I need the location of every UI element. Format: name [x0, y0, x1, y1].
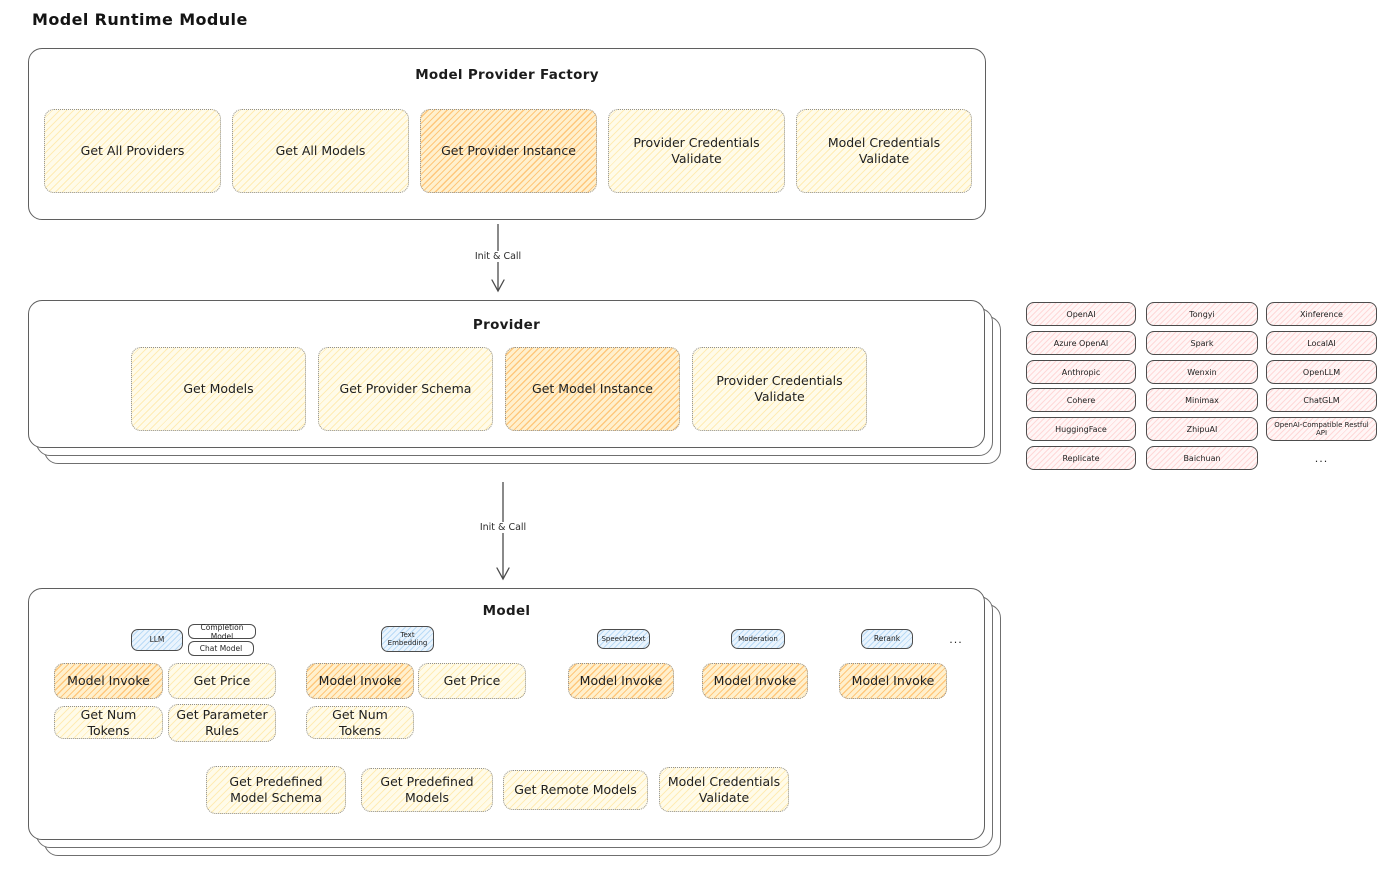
provider-pill-cohere: Cohere: [1026, 388, 1136, 412]
box-llm-get-num-tokens: Get Num Tokens: [54, 706, 163, 739]
provider-pill-localai: LocalAI: [1266, 331, 1377, 355]
provider-pill-baichuan: Baichuan: [1146, 446, 1258, 470]
box-rerank-model-invoke: Model Invoke: [839, 663, 947, 699]
box-get-all-providers: Get All Providers: [44, 109, 221, 193]
provider-card: Provider Get Models Get Provider Schema …: [28, 300, 985, 448]
provider-pill-zhipuai: ZhipuAI: [1146, 417, 1258, 441]
factory-title: Model Provider Factory: [415, 67, 599, 83]
provider-pill-openai-compatible: OpenAI-Compatible Restful API: [1266, 417, 1377, 441]
subtag-completion-model: Completion Model: [188, 623, 256, 641]
providers-more-ellipsis: ...: [1314, 451, 1329, 465]
box-get-remote-models: Get Remote Models: [503, 770, 648, 810]
model-title: Model: [482, 603, 531, 619]
provider-title: Provider: [472, 317, 541, 333]
provider-pill-tongyi: Tongyi: [1146, 302, 1258, 326]
box-get-all-models: Get All Models: [232, 109, 409, 193]
type-tag-moderation: Moderation: [731, 629, 785, 649]
diagram-title: Model Runtime Module: [32, 10, 248, 29]
provider-pill-chatglm: ChatGLM: [1266, 388, 1377, 412]
provider-pill-openllm: OpenLLM: [1266, 360, 1377, 384]
provider-pill-huggingface: HuggingFace: [1026, 417, 1136, 441]
type-tag-llm: LLM: [131, 629, 183, 651]
box-get-provider-schema: Get Provider Schema: [318, 347, 493, 431]
provider-pill-spark: Spark: [1146, 331, 1258, 355]
box-get-provider-instance: Get Provider Instance: [420, 109, 597, 193]
box-provider-credentials-validate: Provider Credentials Validate: [608, 109, 785, 193]
box-get-models: Get Models: [131, 347, 306, 431]
box-get-predefined-model-schema: Get Predefined Model Schema: [206, 766, 346, 814]
box-embedding-model-invoke: Model Invoke: [306, 663, 414, 699]
factory-card: Model Provider Factory Get All Providers…: [28, 48, 986, 220]
box-llm-get-price: Get Price: [168, 663, 276, 699]
provider-pill-minimax: Minimax: [1146, 388, 1258, 412]
box-embedding-get-num-tokens: Get Num Tokens: [306, 706, 414, 739]
box-llm-get-parameter-rules: Get Parameter Rules: [168, 704, 276, 742]
box-model-credentials-validate-2: Model Credentials Validate: [659, 767, 789, 812]
box-embedding-get-price: Get Price: [418, 663, 526, 699]
provider-pill-azure-openai: Azure OpenAI: [1026, 331, 1136, 355]
subtag-chat-model: Chat Model: [188, 641, 254, 656]
box-moderation-model-invoke: Model Invoke: [702, 663, 808, 699]
provider-pill-openai: OpenAI: [1026, 302, 1136, 326]
box-llm-model-invoke: Model Invoke: [54, 663, 163, 699]
model-types-more-ellipsis: ...: [949, 632, 963, 646]
box-get-predefined-models: Get Predefined Models: [361, 768, 493, 812]
type-tag-text-embedding: Text Embedding: [381, 626, 434, 652]
arrow-init-call-2-label: Init & Call: [453, 522, 553, 533]
box-model-credentials-validate: Model Credentials Validate: [796, 109, 972, 193]
provider-pill-wenxin: Wenxin: [1146, 360, 1258, 384]
box-provider-credentials-validate-2: Provider Credentials Validate: [692, 347, 867, 431]
provider-pill-xinference: Xinference: [1266, 302, 1377, 326]
type-tag-speech2text: Speech2text: [597, 629, 650, 649]
model-card: Model LLM Completion Model Chat Model Te…: [28, 588, 985, 840]
box-get-model-instance: Get Model Instance: [505, 347, 680, 431]
arrow-init-call-1-label: Init & Call: [448, 251, 548, 262]
provider-pill-replicate: Replicate: [1026, 446, 1136, 470]
provider-pill-anthropic: Anthropic: [1026, 360, 1136, 384]
type-tag-rerank: Rerank: [861, 629, 913, 649]
box-speech2text-model-invoke: Model Invoke: [568, 663, 674, 699]
